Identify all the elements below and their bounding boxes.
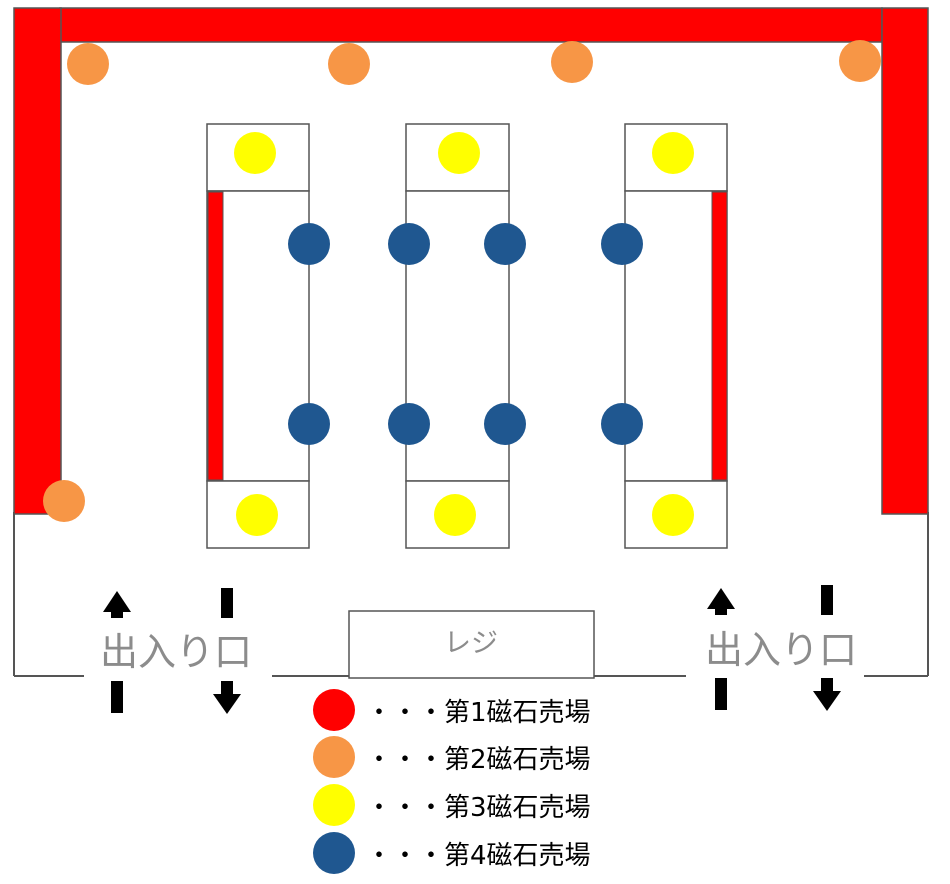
magnet-3-point <box>434 494 476 536</box>
magnet-2-point <box>839 40 881 82</box>
legend-marker-magnet-3 <box>313 784 355 826</box>
legend-label: ・・・第1磁石売場 <box>366 698 591 728</box>
magnet-4-point <box>601 223 643 265</box>
magnet-4-point <box>601 403 643 445</box>
arrow-down-icon <box>213 588 241 714</box>
legend-marker-magnet-4 <box>313 832 355 874</box>
magnet-1-wall-top <box>59 7 883 43</box>
magnet-3-point <box>234 132 276 174</box>
magnet-2-point <box>43 480 85 522</box>
magnet-2-point <box>328 43 370 85</box>
magnet-4-points <box>288 223 643 445</box>
magnet-3-points <box>234 132 694 536</box>
legend-item: ・・・第1磁石売場 <box>313 689 591 731</box>
arrow-up-icon <box>707 588 735 710</box>
magnet-4-point <box>288 223 330 265</box>
legend-marker-magnet-2 <box>313 736 355 778</box>
legend-label: ・・・第2磁石売場 <box>366 745 591 775</box>
magnet-3-point <box>652 494 694 536</box>
magnet-4-point <box>388 403 430 445</box>
legend: ・・・第1磁石売場 ・・・第2磁石売場 ・・・第3磁石売場 ・・・第4磁石売場 <box>313 689 591 874</box>
magnet-4-point <box>484 223 526 265</box>
gondolas <box>206 123 728 549</box>
legend-label: ・・・第3磁石売場 <box>366 793 591 823</box>
magnet-1-wall-left <box>13 7 62 515</box>
arrow-up-icon <box>103 591 131 713</box>
magnet-1-strip-left <box>207 191 224 481</box>
register: レジ <box>348 610 595 679</box>
magnet-4-point <box>388 223 430 265</box>
legend-item: ・・・第2磁石売場 <box>313 736 591 778</box>
entrance-right: 出入り口 <box>705 585 857 711</box>
magnet-1-gondola-strips <box>207 191 728 481</box>
magnet-1-strip-right <box>711 191 728 481</box>
magnet-1-wall-right <box>881 7 929 515</box>
magnet-3-point <box>236 494 278 536</box>
magnet-3-point <box>438 132 480 174</box>
legend-item: ・・・第4磁石売場 <box>313 832 591 874</box>
arrow-down-icon <box>813 585 841 711</box>
magnet-4-point <box>288 403 330 445</box>
legend-label: ・・・第4磁石売場 <box>366 841 591 871</box>
entrance-left-label: 出入り口 <box>100 630 252 674</box>
magnet-1-zones <box>13 7 929 515</box>
register-label: レジ <box>444 628 498 659</box>
magnet-2-point <box>67 43 109 85</box>
entrance-right-label: 出入り口 <box>705 628 857 672</box>
magnet-2-point <box>551 41 593 83</box>
magnet-4-point <box>484 403 526 445</box>
magnet-2-points <box>43 40 881 522</box>
magnet-3-point <box>652 132 694 174</box>
register-counter <box>348 610 595 679</box>
legend-marker-magnet-1 <box>313 689 355 731</box>
legend-item: ・・・第3磁石売場 <box>313 784 591 826</box>
entrance-left: 出入り口 <box>100 588 252 714</box>
